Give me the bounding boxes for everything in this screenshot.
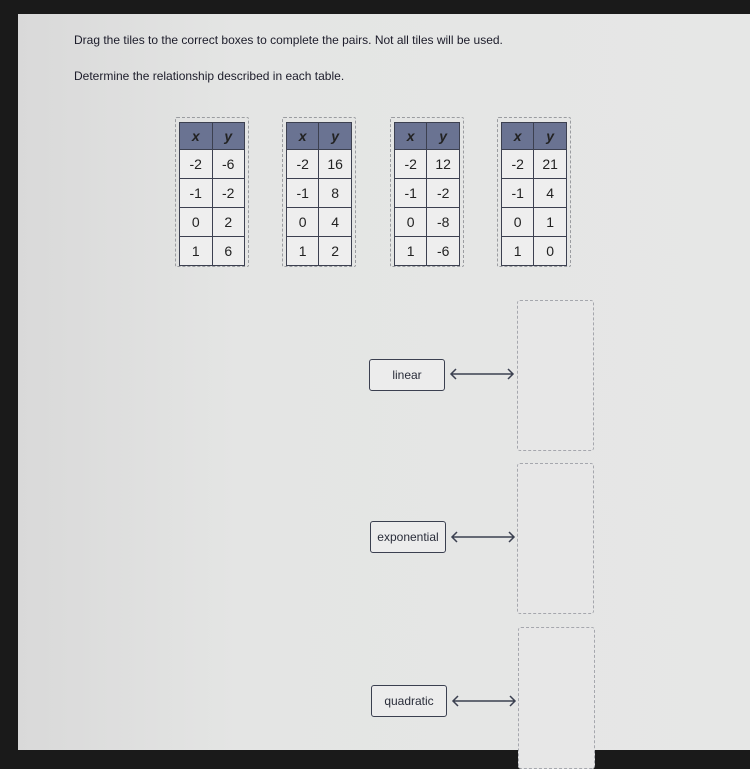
tile-label: exponential <box>377 530 439 544</box>
table-cell: 8 <box>318 178 352 208</box>
tile-exponential[interactable]: exponential <box>370 521 446 553</box>
header-cell: y <box>426 122 460 150</box>
table-cell: 1 <box>500 236 535 266</box>
table-cell: 1 <box>533 207 567 237</box>
header-cell: x <box>179 122 213 150</box>
table-cell: -2 <box>211 178 245 208</box>
tile-linear[interactable]: linear <box>369 359 445 391</box>
table-cell: 4 <box>318 207 352 237</box>
header-cell: x <box>393 122 428 150</box>
question-page: Drag the tiles to the correct boxes to c… <box>18 14 750 769</box>
table-cell: -8 <box>426 207 460 237</box>
table-cell: 2 <box>211 207 245 237</box>
table-cell: -1 <box>393 178 428 208</box>
table-cell: -2 <box>393 149 428 179</box>
header-cell: y <box>211 122 245 150</box>
table-cell: 0 <box>285 207 320 237</box>
table-cell: -2 <box>179 149 213 179</box>
table-cell: 1 <box>393 236 428 266</box>
drop-box-exponential[interactable] <box>517 463 594 614</box>
table-cell: -2 <box>426 178 460 208</box>
header-cell: x <box>285 122 320 150</box>
tile-quadratic[interactable]: quadratic <box>371 685 447 717</box>
header-cell: x <box>500 122 535 150</box>
tile-label: quadratic <box>384 694 434 708</box>
table-cell: 6 <box>211 236 245 266</box>
table-cell: -1 <box>285 178 320 208</box>
table-row: 0-8 <box>393 207 460 237</box>
header-cell: y <box>533 122 567 150</box>
table-cell: 1 <box>179 236 213 266</box>
double-arrow-icon <box>451 695 517 707</box>
tile-label: linear <box>392 368 422 382</box>
table-row: 1-6 <box>393 236 460 266</box>
table-cell: 2 <box>318 236 352 266</box>
table-cell: 1 <box>285 236 320 266</box>
table-row: -2-6 <box>179 149 245 179</box>
table-cell: 16 <box>318 149 352 179</box>
header-cell: y <box>318 122 352 150</box>
table-cell: 21 <box>533 149 567 179</box>
table-cell: 0 <box>179 207 213 237</box>
table-cell: -6 <box>426 236 460 266</box>
table-row: -1-2 <box>179 178 245 208</box>
table-cell: -1 <box>179 178 213 208</box>
table-cell: -2 <box>500 149 535 179</box>
table-cell: 0 <box>393 207 428 237</box>
table-cell: 0 <box>500 207 535 237</box>
table-cell: -6 <box>211 149 245 179</box>
double-arrow-icon <box>449 368 515 380</box>
prompt: Determine the relationship described in … <box>74 69 345 83</box>
table-row: -1-2 <box>393 178 460 208</box>
drop-box-linear[interactable] <box>517 300 594 451</box>
table-cell: 4 <box>533 178 567 208</box>
table-cell: 0 <box>533 236 567 266</box>
table-cell: -1 <box>500 178 535 208</box>
instructions: Drag the tiles to the correct boxes to c… <box>74 33 503 47</box>
double-arrow-icon <box>450 531 516 543</box>
drop-box-quadratic[interactable] <box>518 627 595 769</box>
table-cell: -2 <box>285 149 320 179</box>
table-cell: 12 <box>426 149 460 179</box>
